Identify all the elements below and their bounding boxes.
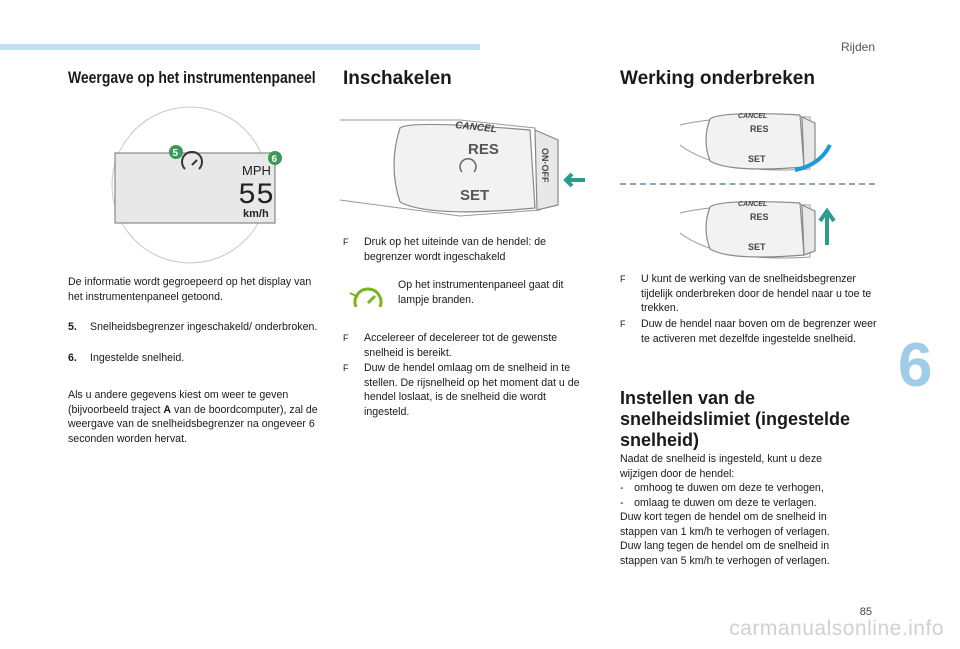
lever-gauge-icon xyxy=(459,157,477,173)
lamp-text: Op het instrumentenpaneel gaat dit lampj… xyxy=(398,279,564,306)
callout-6-marker xyxy=(268,151,282,165)
bullet-set-speed-text: Duw de hendel omlaag om de snelheid in t… xyxy=(364,362,580,418)
callout-5-marker xyxy=(169,145,183,159)
lever-illustration-push-up: CANCEL RES SET xyxy=(679,201,836,259)
speed-limiter-gauge-icon xyxy=(181,150,203,170)
lever-illustration-press: CANCEL RES SET ON·OFF xyxy=(339,119,585,217)
heading-instellen: Instellen van de snelheidslimiet (ingest… xyxy=(620,388,851,450)
push-up-arrow-icon xyxy=(818,207,836,245)
setting-paragraph: Nadat de snelheid is ingesteld, kunt u d… xyxy=(620,452,880,568)
divider-dashed xyxy=(620,183,875,185)
set-speed-value: 55 xyxy=(238,179,274,213)
cancel-label: CANCEL xyxy=(738,201,767,208)
setting-line: - omlaag te duwen om deze te verlagen. xyxy=(620,496,817,509)
res-label: RES xyxy=(750,124,769,134)
bullet-push-up-text: Duw de hendel naar boven om de begrenzer… xyxy=(641,318,877,345)
cancel-label: CANCEL xyxy=(455,120,498,135)
instrument-display-illustration: MPH 55 km/h 5 6 xyxy=(111,106,282,264)
pull-arrow-icon xyxy=(794,144,832,172)
setting-line: stappen van 1 km/h te verhogen of verlag… xyxy=(620,525,830,538)
speed-limiter-lamp-icon xyxy=(349,287,383,308)
setting-line: - omhoog te duwen om deze te verhogen, xyxy=(620,482,824,494)
chapter-number: 6 xyxy=(898,331,933,400)
set-label: SET xyxy=(460,187,489,204)
bullet-mark: F xyxy=(343,363,349,373)
bullet-press-lever-text: Druk op het uiteinde van de hendel: de b… xyxy=(364,236,546,263)
header-accent-bar xyxy=(0,44,480,50)
callout-5-label: 5 xyxy=(173,148,179,159)
setting-line: Duw lang tegen de hendel om de snelheid … xyxy=(620,540,830,552)
res-label: RES xyxy=(468,141,499,158)
setting-line: stappen van 5 km/h te verhogen of verlag… xyxy=(620,554,830,567)
setting-line: Nadat de snelheid is ingesteld, kunt u d… xyxy=(620,453,823,465)
set-label: SET xyxy=(748,242,766,252)
onoff-label: ON·OFF xyxy=(540,148,550,183)
callout-6-label: 6 xyxy=(272,154,278,165)
legend-item-5-num: 5. xyxy=(68,321,77,333)
bullet-mark: F xyxy=(343,237,349,247)
unit-kmh: km/h xyxy=(243,208,269,220)
heading-display: Weergave op het instrumentenpaneel xyxy=(68,68,316,87)
legend-item-6: 6. Ingestelde snelheid. xyxy=(68,351,323,366)
cancel-label: CANCEL xyxy=(738,113,767,120)
display-intro: De informatie wordt gegroepeerd op het d… xyxy=(68,276,312,303)
note-part-1: Als u andere gegevens kiest om weer te g… xyxy=(68,389,289,416)
chapter-tab: 6 xyxy=(888,330,960,430)
watermark: carmanualsonline.info xyxy=(729,617,944,640)
set-label: SET xyxy=(748,154,766,164)
page-number: 85 xyxy=(859,606,872,618)
legend-item-5-text: Snelheidsbegrenzer ingeschakeld/ onderbr… xyxy=(90,321,318,333)
bullet-mark: F xyxy=(343,333,349,343)
note-part-2: A xyxy=(163,403,172,416)
bullet-mark: F xyxy=(620,274,626,284)
bullet-mark: F xyxy=(620,319,626,329)
legend-item-6-num: 6. xyxy=(68,352,77,364)
note-part-3: van de boordcomputer), zal de weergave v… xyxy=(68,403,318,445)
heading-inschakelen: Inschakelen xyxy=(343,68,452,89)
lever-illustration-pull: CANCEL RES SET xyxy=(679,113,832,172)
display-note: Als u andere gegevens kiest om weer te g… xyxy=(68,388,320,446)
heading-werking-onderbreken: Werking onderbreken xyxy=(620,68,815,89)
res-label: RES xyxy=(750,212,769,222)
bullet-accelerate-text: Accelereer of decelereer tot de gewenste… xyxy=(364,332,558,359)
setting-line: wijzigen door de hendel: xyxy=(620,467,735,480)
legend-item-5: 5. Snelheidsbegrenzer ingeschakeld/ onder… xyxy=(68,320,323,335)
press-arrow-icon xyxy=(563,172,585,188)
setting-line: Duw kort tegen de hendel om de snelheid … xyxy=(620,511,827,523)
bullet-pull-lever-text: U kunt de werking van de snelheidsbegren… xyxy=(641,273,872,314)
legend-item-6-text: Ingestelde snelheid. xyxy=(90,352,185,364)
section-label: Rijden xyxy=(840,40,875,54)
unit-mph: MPH xyxy=(242,163,271,178)
